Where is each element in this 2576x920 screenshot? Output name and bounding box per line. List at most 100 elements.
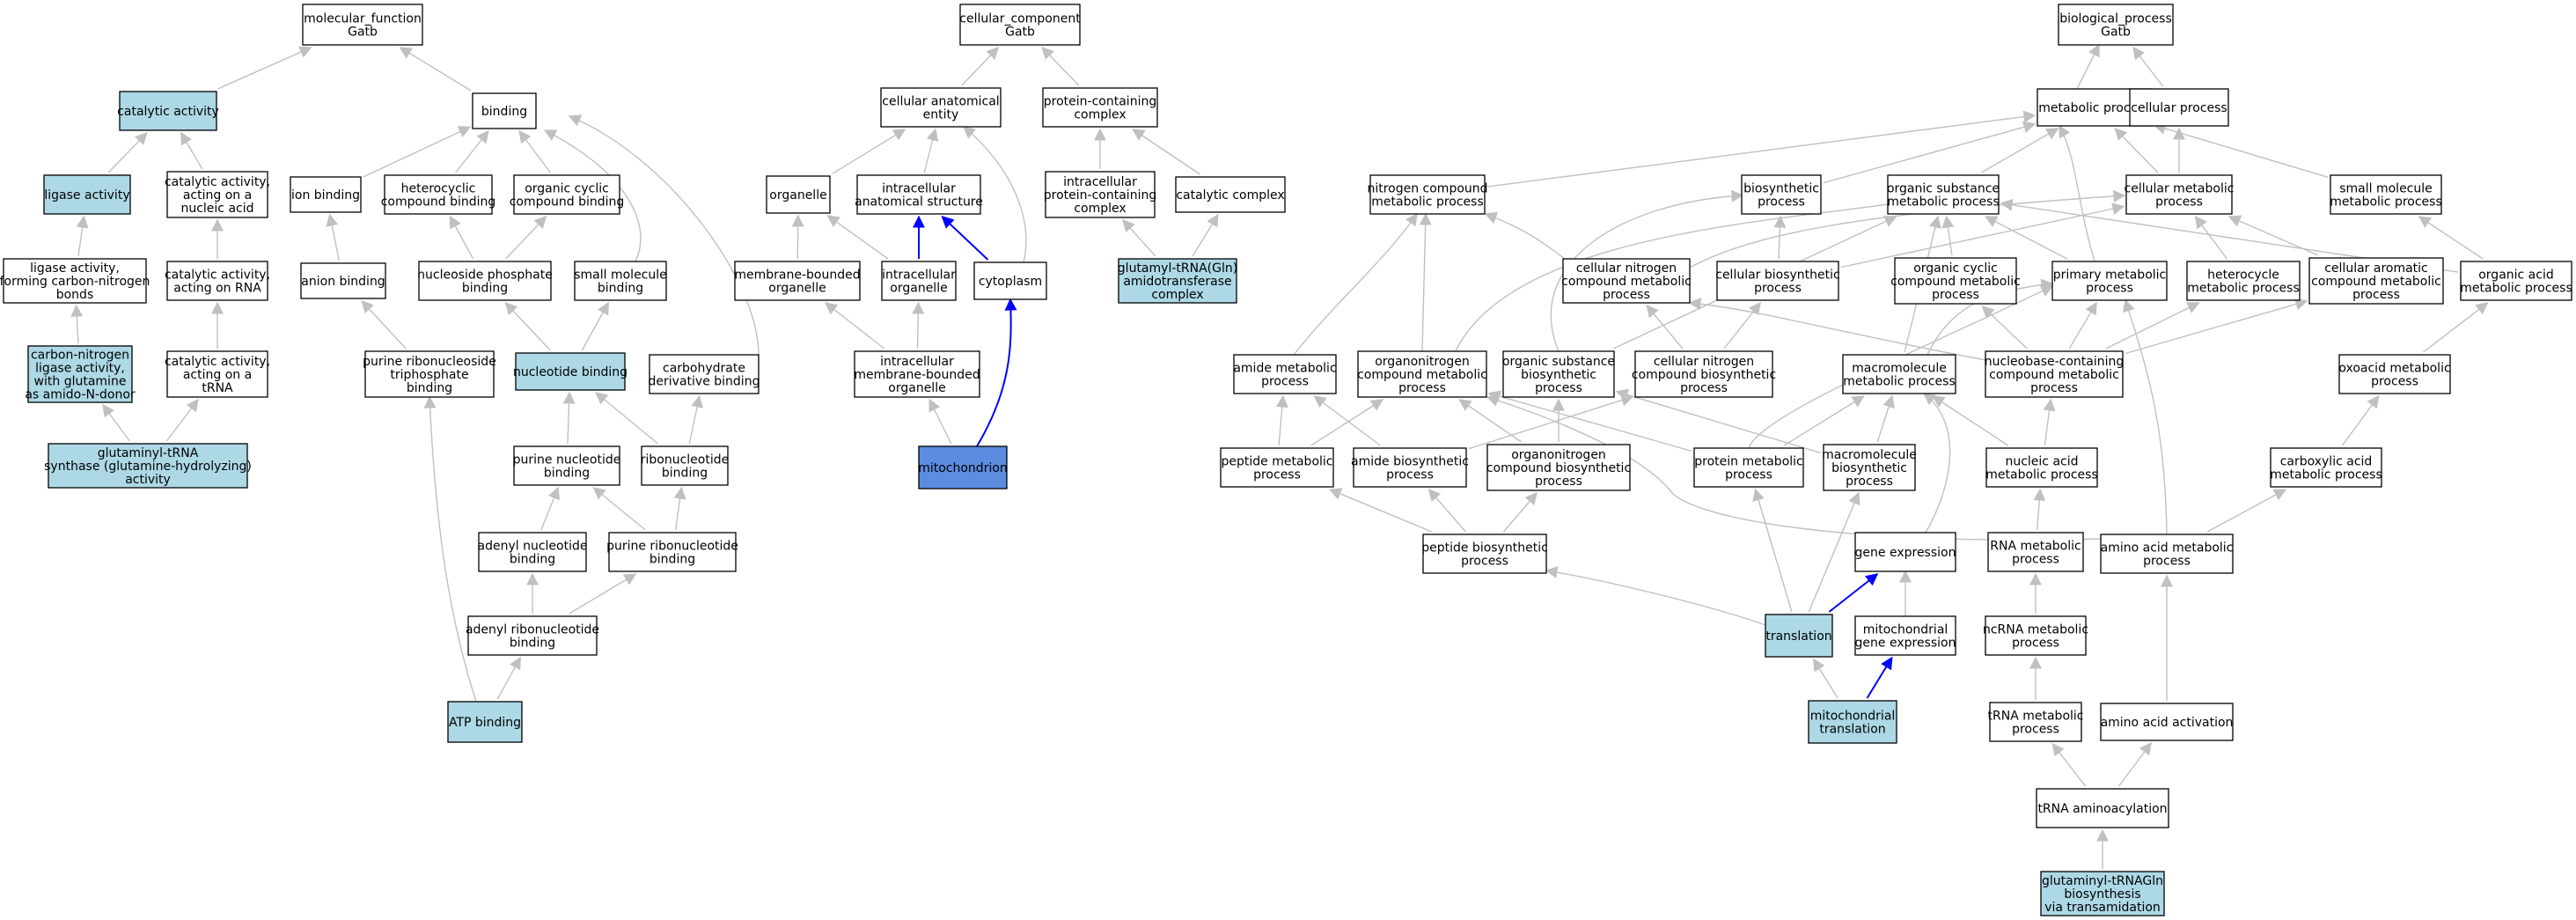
node-nucleotide-binding[interactable]: nucleotide binding [513,352,627,391]
node-cellular-process[interactable]: cellular process [2129,88,2229,127]
node-cytoplasm[interactable]: cytoplasm [973,261,1047,300]
node-amino-acid-activation[interactable]: amino acid activation [2100,703,2234,741]
node-catalytic-complex[interactable]: catalytic complex [1175,176,1286,213]
node-box [515,352,626,391]
edge-cell-anat-entity-to-cc [961,46,1000,86]
node-binding[interactable]: binding [472,92,537,129]
node-label: process [2143,555,2191,569]
node-label: cellular nitrogen [1654,355,1754,369]
edge-nucleotide-binding-to-nuc-phos-binding [504,301,551,351]
node-glutamyl-trna-complex[interactable]: glutamyl-tRNA(Gln)amidotransferasecomple… [1118,258,1237,304]
node-label: heterocyclic [401,182,476,196]
node-label: adenyl ribonucleotide [466,623,599,637]
node-box [166,171,268,218]
node-organelle[interactable]: organelle [766,175,831,214]
node-box [1894,257,2017,305]
node-label: compound biosynthetic [1486,461,1631,475]
node-label: purine ribonucleoside [363,355,496,369]
node-atp-binding[interactable]: ATP binding [447,701,523,743]
edge-organic-acid-mp-to-small-molecule-mp [2418,216,2484,260]
node-cat-rna[interactable]: catalytic activity,acting on RNA [165,261,270,301]
edge-macromolecule-bp-to-macromolecule-mp [1876,394,1895,443]
node-ion-binding[interactable]: ion binding [290,176,362,213]
node-label: Gatb [2101,26,2131,40]
node-mitochondrion[interactable]: mitochondrion [918,445,1008,489]
node-label: carboxylic acid [2280,455,2373,469]
node-ligase-cn[interactable]: ligase activity,forming carbon-nitrogenb… [0,258,150,304]
node-label: acting on RNA [173,282,261,296]
edge-translation-to-protein-mp [1752,488,1793,613]
node-catalytic[interactable]: catalytic activity [117,91,219,131]
node-label: process [2086,282,2133,296]
node-anion-binding[interactable]: anion binding [300,262,386,299]
node-trna-aminoacylation[interactable]: tRNA aminoacylation [2036,788,2169,828]
node-label: peptide metabolic [1222,455,1333,469]
node-ligase[interactable]: ligase activity [43,174,131,215]
edge-anion-binding-to-ion-binding [326,213,340,261]
node-gene-expression[interactable]: gene expression [1854,532,1956,572]
node-box [1987,532,2084,572]
node-box [1887,174,2000,215]
node-translation[interactable]: translation [1765,614,1833,658]
